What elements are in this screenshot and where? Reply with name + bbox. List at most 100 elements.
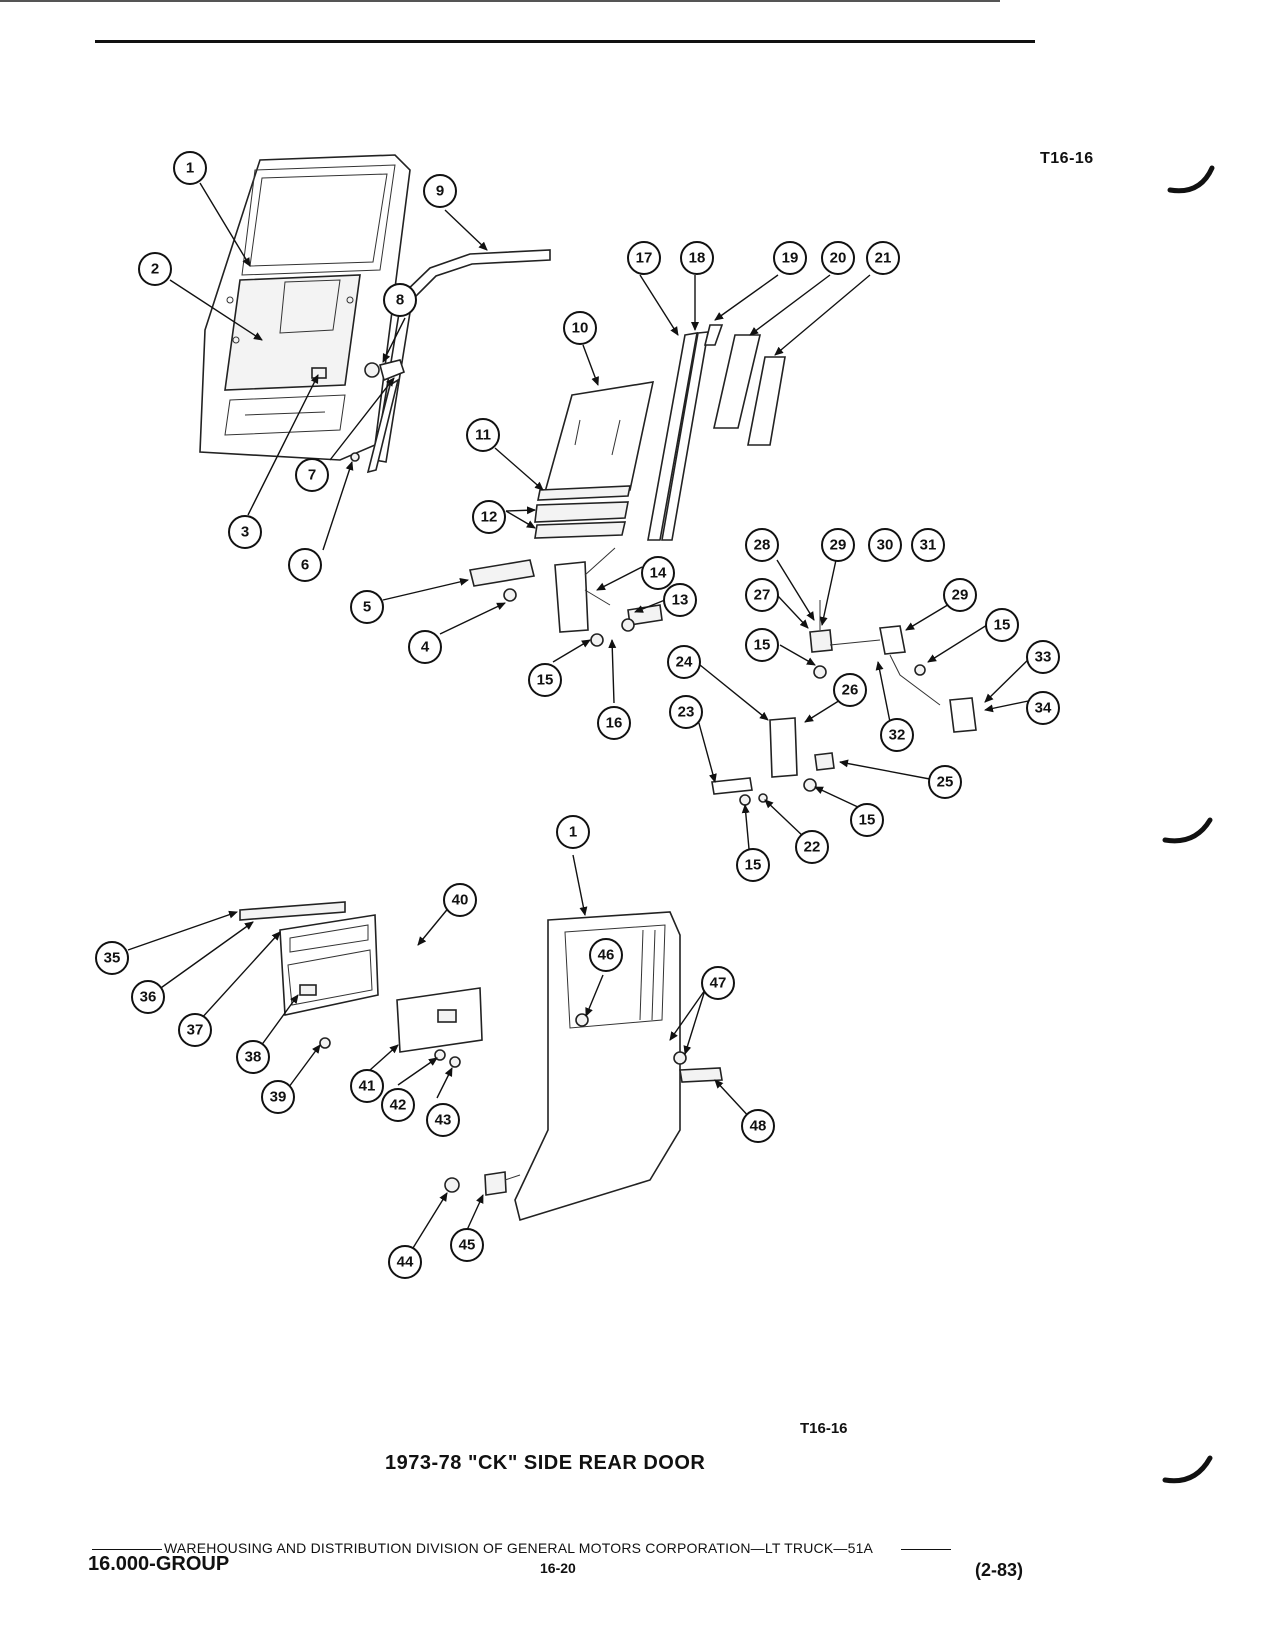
callout-5: 5	[350, 590, 384, 624]
svg-text:7: 7	[308, 467, 316, 484]
trim-panel-assembly	[239, 901, 483, 1068]
leader-lines	[127, 182, 1036, 1249]
svg-text:18: 18	[689, 250, 706, 267]
svg-text:16: 16	[606, 715, 623, 732]
svg-text:48: 48	[750, 1118, 767, 1135]
svg-text:44: 44	[397, 1254, 414, 1271]
svg-text:2: 2	[151, 261, 159, 278]
svg-text:21: 21	[875, 250, 892, 267]
svg-text:13: 13	[672, 592, 689, 609]
svg-text:35: 35	[104, 950, 121, 967]
callout-27: 27	[745, 578, 779, 612]
callout-24: 24	[667, 645, 701, 679]
footer-page-number: 16-20	[540, 1560, 576, 1576]
svg-text:17: 17	[636, 250, 653, 267]
callout-46: 46	[589, 938, 623, 972]
svg-text:15: 15	[859, 812, 876, 829]
callout-9: 9	[423, 174, 457, 208]
callout-2: 2	[138, 252, 172, 286]
callout-4: 4	[408, 630, 442, 664]
footer-group: 16.000-GROUP	[88, 1553, 230, 1575]
svg-text:43: 43	[435, 1112, 452, 1129]
callout-15-hinge: 15	[850, 803, 884, 837]
callout-31: 31	[911, 528, 945, 562]
callout-13: 13	[663, 583, 697, 617]
svg-text:4: 4	[421, 639, 430, 656]
weatherstrips	[647, 324, 786, 541]
callout-12: 12	[472, 500, 506, 534]
svg-text:39: 39	[270, 1089, 287, 1106]
callout-23: 23	[669, 695, 703, 729]
svg-text:45: 45	[459, 1237, 476, 1254]
svg-text:29: 29	[952, 587, 969, 604]
figure-ref-bottom: T16-16	[800, 1420, 848, 1437]
callout-1-lower: 1	[556, 815, 590, 849]
callout-15-latch-right: 15	[985, 608, 1019, 642]
footer-dash-left	[92, 1548, 162, 1550]
door-hinge	[711, 717, 835, 806]
svg-text:26: 26	[842, 682, 859, 699]
svg-text:20: 20	[830, 250, 847, 267]
callout-48: 48	[741, 1109, 775, 1143]
svg-text:5: 5	[363, 599, 371, 616]
callout-38: 38	[236, 1040, 270, 1074]
callout-44: 44	[388, 1245, 422, 1279]
svg-text:32: 32	[889, 727, 906, 744]
callout-19: 19	[773, 241, 807, 275]
svg-text:36: 36	[140, 989, 157, 1006]
callout-41: 41	[350, 1069, 384, 1103]
callout-25: 25	[928, 765, 962, 799]
svg-text:30: 30	[877, 537, 894, 554]
svg-text:24: 24	[676, 654, 693, 671]
svg-text:8: 8	[396, 292, 404, 309]
door-glass	[543, 381, 655, 493]
svg-text:3: 3	[241, 524, 249, 541]
callout-30: 30	[868, 528, 902, 562]
footer-division-text: WAREHOUSING AND DISTRIBUTION DIVISION OF…	[164, 1540, 874, 1556]
svg-text:31: 31	[920, 537, 937, 554]
callout-33: 33	[1026, 640, 1060, 674]
callout-8: 8	[383, 283, 417, 317]
callout-45: 45	[450, 1228, 484, 1262]
binder-ring-marks	[1162, 165, 1215, 1484]
svg-text:46: 46	[598, 947, 615, 964]
callout-15-lower-hinge: 15	[736, 848, 770, 882]
upper-door-shell	[199, 154, 411, 461]
callout-21: 21	[866, 241, 900, 275]
callout-15-latch-left: 15	[745, 628, 779, 662]
svg-text:15: 15	[745, 857, 762, 874]
svg-text:6: 6	[301, 557, 309, 574]
svg-text:34: 34	[1035, 700, 1052, 717]
svg-text:38: 38	[245, 1049, 262, 1066]
inside-handle	[469, 559, 535, 602]
figure-title: 1973-78 "CK" SIDE REAR DOOR	[385, 1452, 706, 1474]
svg-text:25: 25	[937, 774, 954, 791]
callout-16: 16	[597, 706, 631, 740]
callout-17: 17	[627, 241, 661, 275]
svg-text:47: 47	[710, 975, 727, 992]
callout-14: 14	[641, 556, 675, 590]
callout-29-right: 29	[943, 578, 977, 612]
callout-32: 32	[880, 718, 914, 752]
footer-division-line: WAREHOUSING AND DISTRIBUTION DIVISION OF…	[92, 1540, 952, 1556]
run-channel	[374, 249, 551, 463]
callout-36: 36	[131, 980, 165, 1014]
svg-text:15: 15	[754, 637, 771, 654]
svg-text:41: 41	[359, 1078, 376, 1095]
svg-text:14: 14	[650, 565, 667, 582]
callout-1-upper: 1	[173, 151, 207, 185]
svg-text:27: 27	[754, 587, 771, 604]
svg-text:10: 10	[572, 320, 589, 337]
header-rule	[95, 40, 1035, 43]
small-parts-7-8	[350, 359, 405, 474]
svg-text:15: 15	[537, 672, 554, 689]
callout-39: 39	[261, 1080, 295, 1114]
callout-7: 7	[295, 458, 329, 492]
callout-42: 42	[381, 1088, 415, 1122]
callout-6: 6	[288, 548, 322, 582]
svg-text:33: 33	[1035, 649, 1052, 666]
callout-29-top: 29	[821, 528, 855, 562]
svg-text:1: 1	[186, 160, 194, 177]
svg-text:42: 42	[390, 1097, 407, 1114]
